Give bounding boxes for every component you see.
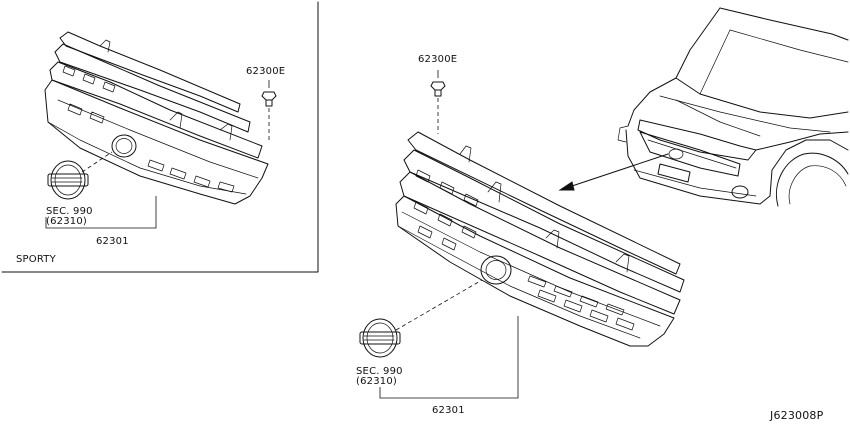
- main-clip-icon: [430, 70, 446, 134]
- main-grille: [395, 131, 685, 347]
- inset-emblem-ref-line1: SEC. 990: [46, 206, 93, 217]
- main-grille-label: 62301: [432, 405, 465, 416]
- inset-grille: [44, 31, 269, 205]
- main-clip-label: 62300E: [418, 54, 458, 65]
- inset-leader-grille: [45, 196, 157, 229]
- main-emblem-ref-line2: (62310): [356, 376, 398, 387]
- inset-emblem-ref-line2: (62310): [46, 216, 88, 227]
- car-front-icon: [617, 7, 849, 207]
- main-emblem-icon: [359, 279, 483, 358]
- main-emblem-ref-line1: SEC. 990: [356, 366, 403, 377]
- main-leader-grille: [379, 316, 519, 399]
- inset-clip-label: 62300E: [246, 66, 286, 77]
- inset-frame: [1, 1, 319, 273]
- diagram-id-label: J623008P: [770, 409, 824, 422]
- location-arrow: [558, 153, 669, 191]
- inset-clip-icon: [261, 80, 277, 140]
- inset-panel: [1, 1, 319, 273]
- inset-emblem-icon: [47, 151, 113, 200]
- variant-label-sporty: SPORTY: [16, 254, 56, 265]
- inset-grille-label: 62301: [96, 236, 129, 247]
